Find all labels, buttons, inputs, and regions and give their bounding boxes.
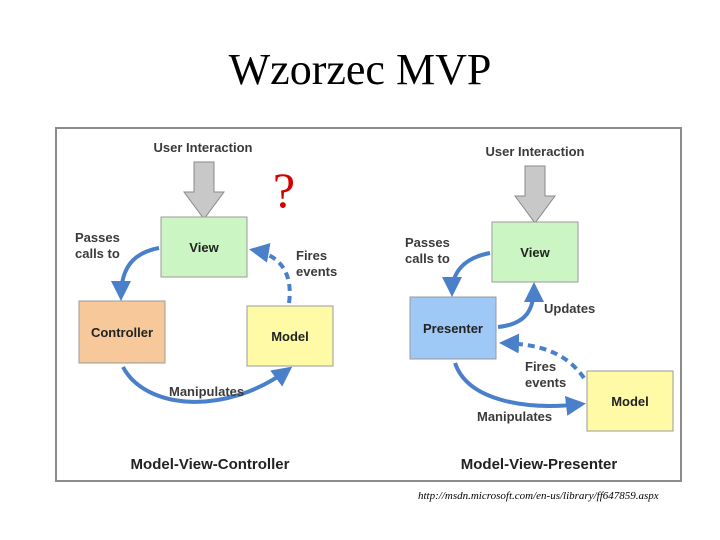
diagram-canvas: User Interaction ? View Controller Model… [75,140,674,473]
mvp-updates-arrow [497,282,544,329]
mvp-model-box [586,370,674,432]
mvp-user-interaction-label: User Interaction [486,144,585,159]
mvp-view-label: View [520,245,550,260]
mvc-view-box [160,216,248,278]
mvc-mvp-figure: User Interaction ? View Controller Model… [55,127,682,482]
mvp-user-input-arrow [514,165,556,224]
mvp-passes-arrow [442,251,491,297]
mvp-presenter-label: Presenter [423,321,483,336]
source-link[interactable]: http://msdn.microsoft.com/en-us/library/… [418,490,659,502]
mvp-caption: Model-View-Presenter [461,456,618,473]
mvc-passes-label-1: Passes [75,230,120,245]
mvp-model-label: Model [611,394,649,409]
mvc-controller-box [78,300,166,364]
mvc-manipulates-arrow [121,366,293,404]
mvc-controller-label: Controller [91,325,153,340]
question-mark: ? [273,162,295,218]
mvc-passes-arrow [111,246,160,301]
mvc-model-label: Model [271,329,309,344]
mvc-user-interaction-label: User Interaction [154,140,253,155]
mvc-fires-arrow [249,242,292,304]
mvc-passes-label-2: calls to [75,246,120,261]
mvp-passes-label-1: Passes [405,235,450,250]
mvp-view-box [491,221,579,283]
mvp-fires-label-1: Fires [525,359,556,374]
mvc-model-box [246,305,334,367]
mvp-fires-label-2: events [525,375,566,390]
mvc-fires-label-2: events [296,264,337,279]
slide-title: Wzorzec MVP [228,45,492,94]
mvp-presenter-box [409,296,497,360]
mvc-caption: Model-View-Controller [131,456,290,473]
mvc-manipulates-label: Manipulates [169,384,244,399]
mvp-manipulates-label: Manipulates [477,409,552,424]
mvc-fires-label-1: Fires [296,248,327,263]
mvc-view-label: View [189,240,219,255]
mvp-manipulates-arrow [453,362,586,416]
mvc-user-input-arrow [183,161,225,220]
mvp-updates-label: Updates [544,301,595,316]
mvp-passes-label-2: calls to [405,251,450,266]
